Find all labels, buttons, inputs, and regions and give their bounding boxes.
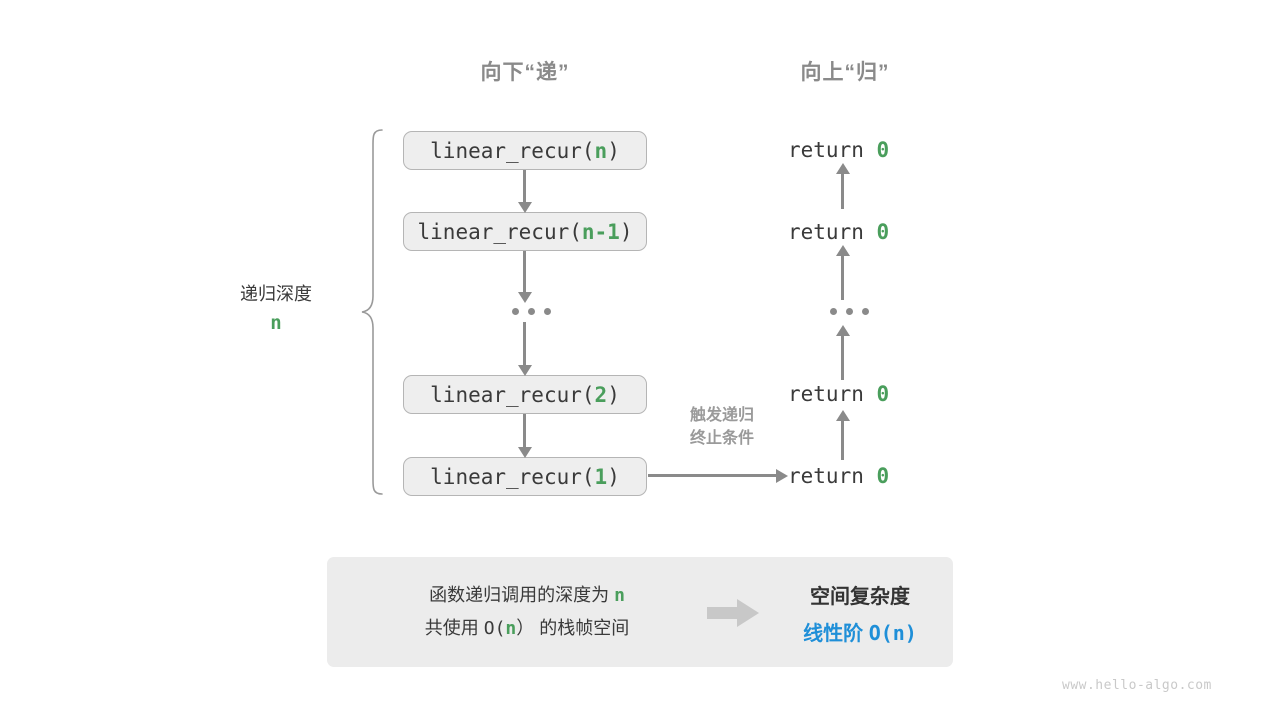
return-value: 0 xyxy=(876,220,890,244)
return-statement: return 0 xyxy=(788,220,900,244)
summary-line-2-tail: 的栈帧空间 xyxy=(534,618,630,639)
ascend-arrow-icon xyxy=(836,163,850,209)
ascend-arrow-icon xyxy=(836,410,850,460)
call-frame-suffix: ) xyxy=(619,219,633,244)
summary-line-2-close: ） xyxy=(516,618,535,639)
descend-arrow-icon xyxy=(518,251,532,303)
summary-line-1-text: 函数递归调用的深度为 xyxy=(429,585,615,605)
summary-explanation: 函数递归调用的深度为 n 共使用 O(n） 的栈帧空间 xyxy=(367,579,687,646)
implies-arrow-icon xyxy=(707,599,765,627)
column-header-descend: 向下“递” xyxy=(480,61,570,84)
summary-line-2-text: 共使用 xyxy=(424,618,484,639)
summary-line-1: 函数递归调用的深度为 n xyxy=(367,579,687,612)
return-statement: return 0 xyxy=(788,138,900,162)
call-frame-suffix: ) xyxy=(607,138,620,163)
recursion-depth-value: n xyxy=(270,311,282,334)
base-case-line-2: 终止条件 xyxy=(689,430,754,448)
base-case-line-1: 触发递归 xyxy=(689,407,754,424)
return-value: 0 xyxy=(876,382,890,406)
call-frame-box: linear_recur(2) xyxy=(403,375,647,414)
call-frame-prefix: linear_recur( xyxy=(430,382,595,407)
complexity-title: 空间复杂度 xyxy=(810,586,910,608)
return-keyword: return xyxy=(788,138,877,162)
summary-line-2: 共使用 O(n） 的栈帧空间 xyxy=(367,612,687,645)
call-frame-prefix: linear_recur( xyxy=(430,464,595,489)
call-frame-prefix: linear_recur( xyxy=(430,138,595,163)
call-frame-prefix: linear_recur( xyxy=(417,219,582,244)
return-value: 0 xyxy=(876,138,890,162)
complexity-order-expr: O(n) xyxy=(868,621,917,645)
return-statement: return 0 xyxy=(788,382,900,406)
descend-arrow-icon xyxy=(518,322,532,376)
summary-line-2-bigo: O( xyxy=(483,618,506,640)
call-frame-suffix: ) xyxy=(607,464,620,489)
column-header-ascend: 向上“归” xyxy=(800,61,890,84)
base-case-arrow-icon xyxy=(648,469,788,483)
ascend-arrow-icon xyxy=(836,325,850,380)
call-frame-arg: n xyxy=(594,138,608,163)
ellipsis-icon xyxy=(512,308,551,315)
summary-line-1-n: n xyxy=(614,585,625,606)
summary-line-2-n: n xyxy=(505,618,517,640)
return-statement: return 0 xyxy=(788,464,900,488)
return-keyword: return xyxy=(788,220,877,244)
ellipsis-icon xyxy=(830,308,869,315)
call-frame-arg: 2 xyxy=(594,382,608,407)
call-frame-box: linear_recur(n-1) xyxy=(403,212,647,251)
return-keyword: return xyxy=(788,464,877,488)
call-frame-arg: n-1 xyxy=(581,219,620,244)
recursion-depth-label: 递归深度 n xyxy=(196,281,356,338)
call-frame-suffix: ) xyxy=(607,382,620,407)
call-frame-box: linear_recur(n) xyxy=(403,131,647,170)
return-keyword: return xyxy=(788,382,877,406)
call-frame-arg: 1 xyxy=(594,464,608,489)
complexity-result: 空间复杂度 线性阶 O(n) xyxy=(772,579,948,652)
call-frame-box: linear_recur(1) xyxy=(403,457,647,496)
complexity-order-label: 线性阶 xyxy=(803,623,869,645)
base-case-annotation: 触发递归 终止条件 xyxy=(652,404,792,450)
watermark: www.hello-algo.com xyxy=(1062,678,1212,693)
descend-arrow-icon xyxy=(518,170,532,213)
depth-brace xyxy=(360,128,384,496)
summary-panel: 函数递归调用的深度为 n 共使用 O(n） 的栈帧空间 空间复杂度 线性阶 O(… xyxy=(327,557,953,667)
ascend-arrow-icon xyxy=(836,245,850,300)
complexity-value: 线性阶 O(n) xyxy=(772,615,948,652)
return-value: 0 xyxy=(876,464,890,488)
recursion-depth-text: 递归深度 xyxy=(240,284,312,304)
descend-arrow-icon xyxy=(518,414,532,458)
